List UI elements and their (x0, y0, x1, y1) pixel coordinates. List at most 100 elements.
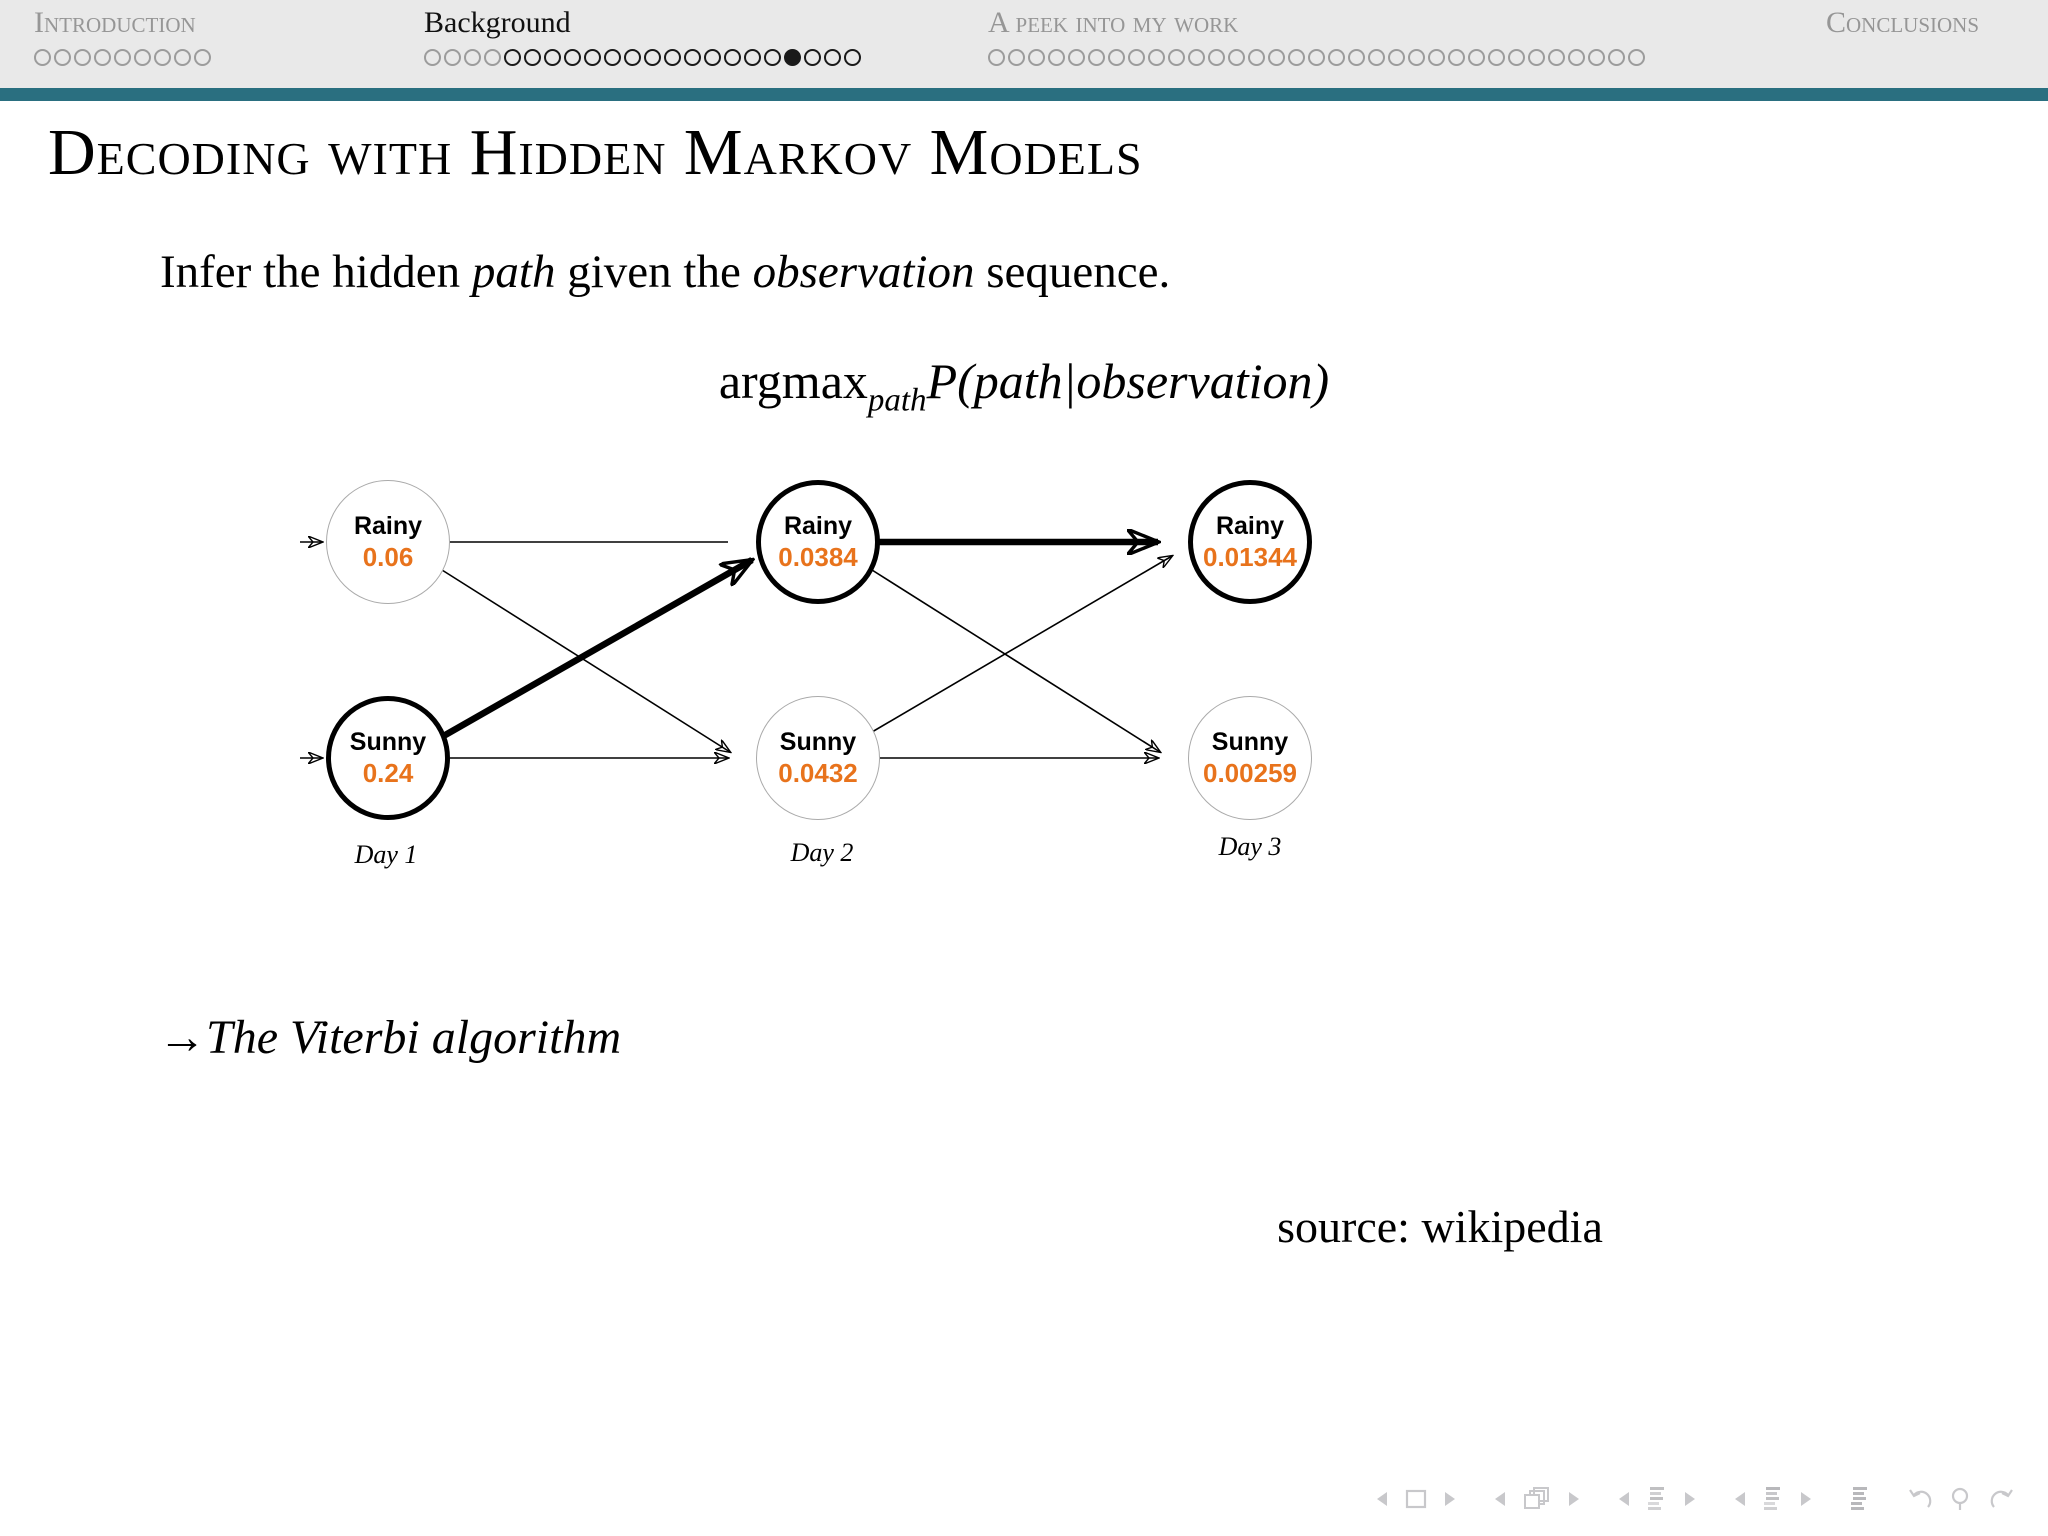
nav-dot[interactable] (74, 48, 91, 66)
nav-group-frame[interactable] (1486, 1486, 1588, 1512)
nav-dot[interactable] (1008, 48, 1025, 66)
nav-dot[interactable] (1268, 48, 1285, 66)
nav-dots-background[interactable] (424, 44, 864, 70)
nav-dot[interactable] (804, 48, 821, 66)
nav-dot[interactable] (1348, 48, 1365, 66)
nav-dot[interactable] (1288, 48, 1305, 66)
nav-dot[interactable] (524, 48, 541, 66)
nav-group-section[interactable] (1726, 1485, 1820, 1513)
prev-frame-icon[interactable] (1493, 1490, 1508, 1508)
nav-section-introduction[interactable]: Introduction (34, 6, 214, 70)
nav-dot[interactable] (1448, 48, 1465, 66)
nav-dot[interactable] (94, 48, 111, 66)
nav-dot[interactable] (174, 48, 191, 66)
nav-dot[interactable] (1368, 48, 1385, 66)
next-frame-icon[interactable] (1566, 1490, 1581, 1508)
nav-dot[interactable] (1528, 48, 1545, 66)
nav-dot[interactable] (194, 48, 211, 66)
nav-dot[interactable] (34, 48, 51, 66)
nav-dot[interactable] (464, 48, 481, 66)
nav-dot[interactable] (1068, 48, 1085, 66)
nav-dot[interactable] (154, 48, 171, 66)
nav-dot[interactable] (1508, 48, 1525, 66)
nav-group-document[interactable] (1842, 1485, 1878, 1513)
nav-dot[interactable] (1388, 48, 1405, 66)
nav-group-subsection[interactable] (1610, 1485, 1704, 1513)
nav-dot[interactable] (1148, 48, 1165, 66)
node-day2-rainy[interactable]: Rainy 0.0384 (756, 480, 880, 604)
search-glass-icon[interactable] (1949, 1486, 1973, 1512)
nav-dot[interactable] (1468, 48, 1485, 66)
nav-dot[interactable] (1028, 48, 1045, 66)
nav-dot[interactable] (764, 48, 781, 66)
nav-dot[interactable] (784, 48, 801, 66)
nav-dot[interactable] (1108, 48, 1125, 66)
nav-dot[interactable] (604, 48, 621, 66)
document-lines-icon[interactable] (1849, 1485, 1871, 1513)
nav-dot[interactable] (1208, 48, 1225, 66)
nav-group-slide[interactable] (1368, 1487, 1464, 1511)
node-day1-rainy[interactable]: Rainy 0.06 (326, 480, 450, 604)
nav-dot[interactable] (114, 48, 131, 66)
node-day1-sunny[interactable]: Sunny 0.24 (326, 696, 450, 820)
nav-dot[interactable] (1088, 48, 1105, 66)
nav-section-conclusions[interactable]: Conclusions (1826, 6, 1979, 70)
nav-dot[interactable] (844, 48, 861, 66)
nav-dot[interactable] (544, 48, 561, 66)
nav-dot[interactable] (484, 48, 501, 66)
nav-dot[interactable] (744, 48, 761, 66)
nav-dots-introduction[interactable] (34, 44, 214, 70)
nav-dot[interactable] (444, 48, 461, 66)
subsection-lines-icon[interactable] (1646, 1485, 1668, 1513)
nav-dots-a-peek-into-my-work[interactable] (988, 44, 1648, 70)
nav-dot[interactable] (1328, 48, 1345, 66)
prev-subsection-icon[interactable] (1617, 1490, 1632, 1508)
nav-dot[interactable] (1428, 48, 1445, 66)
nav-dot[interactable] (424, 48, 441, 66)
nav-dot[interactable] (504, 48, 521, 66)
prev-slide-icon[interactable] (1375, 1490, 1390, 1508)
next-section-icon[interactable] (1798, 1490, 1813, 1508)
nav-dot[interactable] (1048, 48, 1065, 66)
nav-dot[interactable] (1608, 48, 1625, 66)
nav-dot[interactable] (1188, 48, 1205, 66)
nav-dot[interactable] (1548, 48, 1565, 66)
nav-section-background[interactable]: Background (424, 6, 864, 70)
nav-dot[interactable] (54, 48, 71, 66)
nav-dot[interactable] (564, 48, 581, 66)
nav-dot[interactable] (1488, 48, 1505, 66)
nav-dot[interactable] (584, 48, 601, 66)
nav-dot[interactable] (1568, 48, 1585, 66)
nav-dot[interactable] (724, 48, 741, 66)
nav-dot[interactable] (664, 48, 681, 66)
nav-dot[interactable] (704, 48, 721, 66)
nav-section-a-peek-into-my-work[interactable]: A peek into my work (988, 6, 1648, 70)
frames-stack-icon[interactable] (1522, 1486, 1552, 1512)
section-lines-icon[interactable] (1762, 1485, 1784, 1513)
node-day3-sunny[interactable]: Sunny 0.00259 (1188, 696, 1312, 820)
back-arrow-icon[interactable] (1907, 1486, 1935, 1512)
nav-dot[interactable] (134, 48, 151, 66)
nav-group-history[interactable] (1900, 1486, 2022, 1512)
nav-dot[interactable] (1248, 48, 1265, 66)
nav-dot[interactable] (1228, 48, 1245, 66)
node-day3-rainy[interactable]: Rainy 0.01344 (1188, 480, 1312, 604)
nav-dot[interactable] (1628, 48, 1645, 66)
next-subsection-icon[interactable] (1682, 1490, 1697, 1508)
next-slide-icon[interactable] (1442, 1490, 1457, 1508)
nav-dot[interactable] (624, 48, 641, 66)
nav-dot[interactable] (1308, 48, 1325, 66)
nav-dot[interactable] (1128, 48, 1145, 66)
beamer-navigation-bar[interactable] (1368, 1476, 2022, 1522)
prev-section-icon[interactable] (1733, 1490, 1748, 1508)
node-day2-sunny[interactable]: Sunny 0.0432 (756, 696, 880, 820)
slide-square-icon[interactable] (1404, 1487, 1428, 1511)
nav-dot[interactable] (988, 48, 1005, 66)
forward-arrow-icon[interactable] (1987, 1486, 2015, 1512)
nav-dot[interactable] (684, 48, 701, 66)
nav-dot[interactable] (824, 48, 841, 66)
nav-dot[interactable] (1168, 48, 1185, 66)
nav-dot[interactable] (644, 48, 661, 66)
nav-dot[interactable] (1588, 48, 1605, 66)
nav-dot[interactable] (1408, 48, 1425, 66)
